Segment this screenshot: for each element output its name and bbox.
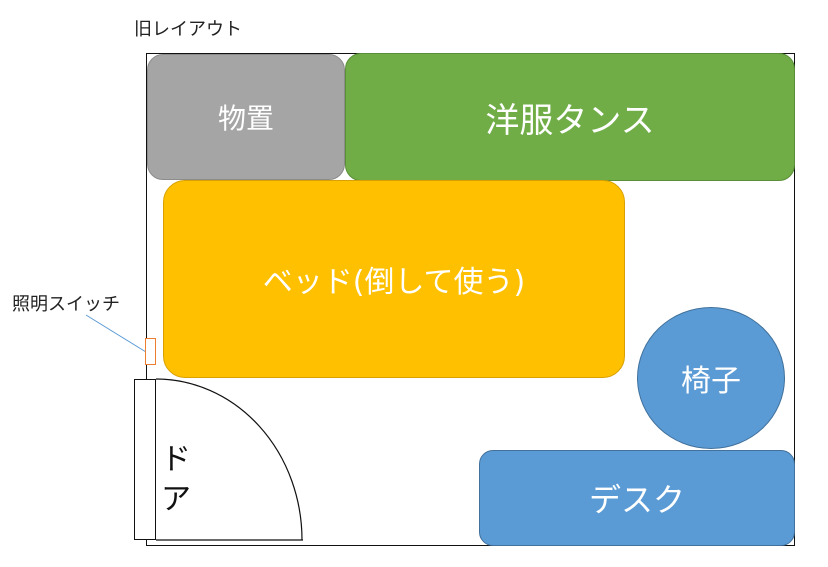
door-label-line1: ド	[161, 442, 191, 477]
wardrobe-label: 洋服タンス	[485, 100, 655, 141]
door-frame	[134, 379, 156, 540]
chair-circle: 椅子	[637, 307, 785, 449]
door-swing-arc	[155, 378, 303, 541]
wardrobe-box: 洋服タンス	[345, 53, 795, 181]
door-label: ド ア	[158, 440, 194, 520]
desk-label: デスク	[588, 481, 685, 519]
light-switch	[145, 338, 156, 365]
switch-leader-line	[85, 314, 147, 353]
storage-label: 物置	[217, 102, 274, 135]
switch-label: 照明スイッチ	[12, 294, 120, 315]
door-label-line2: ア	[161, 482, 191, 517]
chair-label: 椅子	[681, 364, 741, 399]
diagram-title: 旧レイアウト	[134, 19, 242, 40]
desk-box: デスク	[479, 450, 795, 546]
bed-box: ベッド(倒して使う)	[163, 180, 625, 378]
storage-box: 物置	[147, 54, 345, 180]
bed-label: ベッド(倒して使う)	[262, 265, 526, 300]
